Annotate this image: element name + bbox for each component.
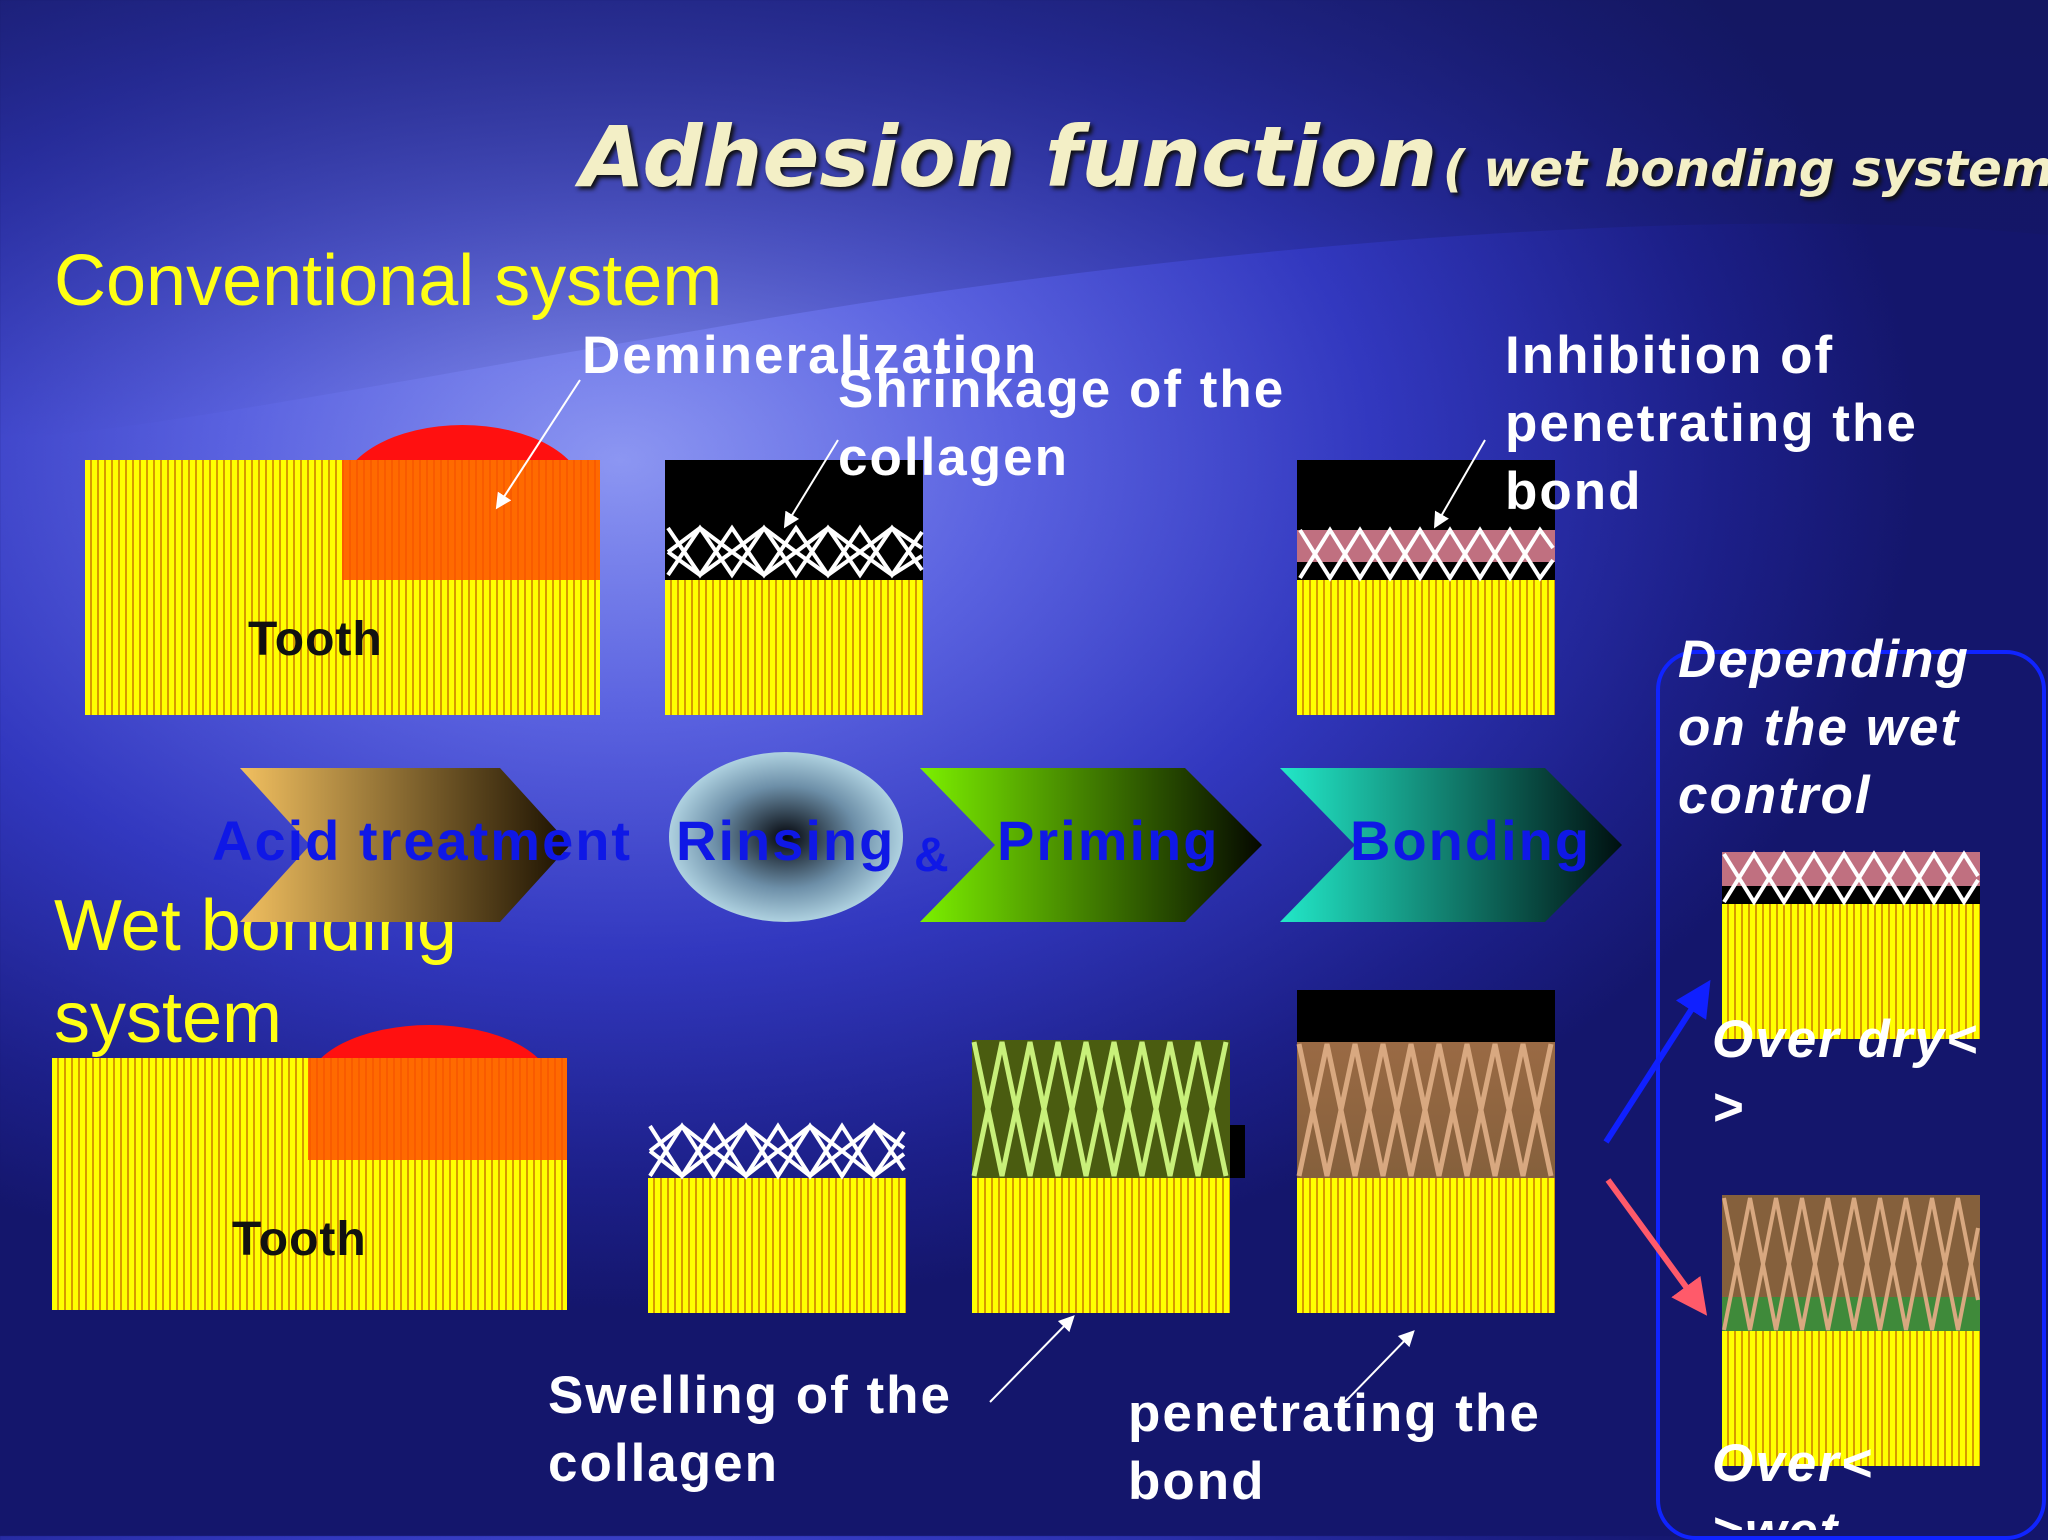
pointer-penetrating: [1344, 1330, 1415, 1403]
title-main: Adhesion function: [580, 108, 1438, 206]
label-depending: Depending on the wet control: [1678, 630, 1970, 825]
bond-layer-dark: [1297, 460, 1555, 530]
page-title: Adhesion function ( wet bonding system): [580, 108, 2048, 206]
tooth-overdry: [1722, 904, 1980, 1039]
title-sub: ( wet bonding system): [1442, 140, 2048, 198]
label-swelling: Swelling of the collagen: [548, 1366, 952, 1493]
demineralized-zone: [342, 460, 600, 580]
collagen-mesh-overdry: [1722, 850, 1980, 906]
collagen-mesh-collapsed: [666, 524, 924, 579]
tooth-primed: [972, 1178, 1230, 1313]
primer-edge: [1230, 1125, 1245, 1178]
step-bonding: Bonding: [1350, 809, 1592, 872]
label-penetrating: penetrating the bond: [1128, 1384, 1541, 1511]
priming-step-arrow: [920, 768, 1262, 922]
collagen-mesh-wet-rinsed: [648, 1122, 906, 1180]
arrow-to-over-dry: [1603, 979, 1711, 1144]
pointer-demineralization: [495, 379, 581, 510]
rinsing-step-ellipse: [669, 752, 903, 922]
tooth-label-wet: Tooth: [232, 1213, 367, 1266]
demineralized-zone-wet: [308, 1058, 567, 1160]
section-wet: Wet bonding system: [54, 886, 457, 1058]
bond-top-dark: [1297, 990, 1555, 1042]
tooth-rinsed-wet: [648, 1178, 906, 1313]
label-inhibition: Inhibition of penetrating the bond: [1505, 326, 1918, 521]
acid-step-arrow: [240, 768, 570, 922]
collagen-mesh-bonded: [1296, 1043, 1554, 1177]
tooth-bonded-wet: [1297, 1178, 1555, 1313]
pointer-inhibition: [1434, 439, 1486, 529]
collagen-mesh-inhibited: [1298, 526, 1555, 582]
tooth-overwet: [1722, 1331, 1980, 1466]
pointer-shrinkage: [783, 439, 839, 529]
tooth-rinsed: [665, 580, 923, 715]
label-over-wet: Over< >wet: [1712, 1434, 1874, 1530]
arrow-to-over-wet: [1605, 1178, 1708, 1316]
tooth-bonded-conventional: [1297, 580, 1555, 715]
label-shrinkage: Shrinkage of the collagen: [838, 360, 1286, 487]
label-over-dry: Over dry< >: [1712, 1010, 1979, 1137]
tooth-label: Tooth: [248, 613, 383, 666]
label-demineralization: Demineralization: [582, 326, 1039, 385]
collagen-mesh-expanded: [971, 1041, 1229, 1177]
collagen-mesh-overwet: [1722, 1197, 1980, 1331]
section-conventional: Conventional system: [54, 241, 723, 321]
pointer-swelling: [989, 1315, 1075, 1403]
step-ampersand: &: [914, 829, 951, 882]
bonding-step-arrow: [1280, 768, 1622, 922]
step-rinsing: Rinsing: [676, 809, 896, 872]
step-priming: Priming: [997, 809, 1220, 872]
step-acid-treatment: Acid treatment: [212, 809, 633, 872]
